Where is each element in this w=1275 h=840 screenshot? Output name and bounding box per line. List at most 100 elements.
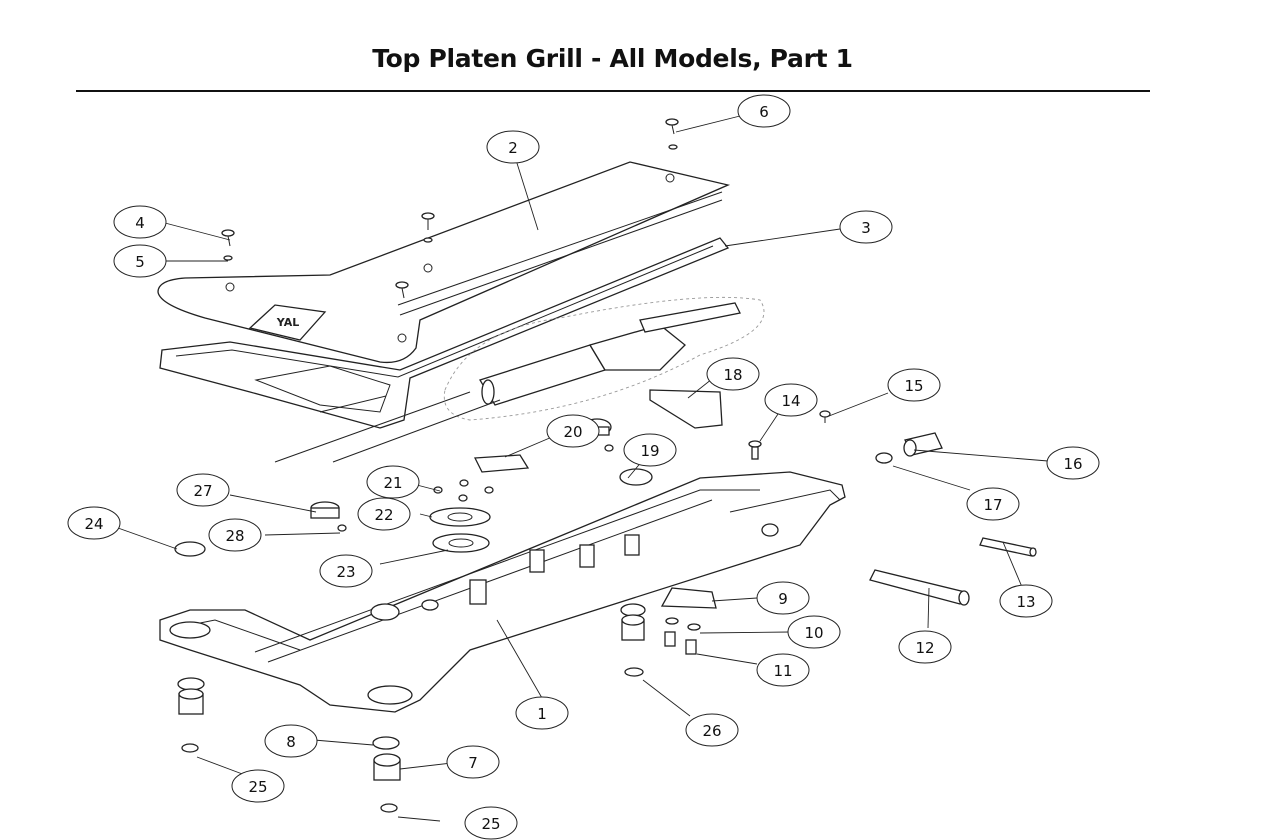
- part-top-plate: YAL: [157, 161, 731, 364]
- callout-bubble: [67, 506, 121, 540]
- callout-number: 5: [135, 253, 145, 271]
- callout-number: 18: [723, 366, 742, 384]
- callout-bubble: [764, 383, 818, 417]
- callout-bubble: [515, 696, 569, 730]
- callout-number: 6: [759, 103, 769, 121]
- part-screw-6: [665, 118, 679, 150]
- leader-lines: [117, 115, 1049, 822]
- callout-16: 16: [1046, 446, 1100, 480]
- callout-number: 13: [1016, 593, 1035, 611]
- callout-bubble: [685, 713, 739, 747]
- callout-5: 5: [113, 244, 167, 278]
- part-bushing-mid: [620, 603, 646, 641]
- part-cap-19: [619, 468, 653, 486]
- callout-7: 7: [446, 745, 500, 779]
- callout-bubble: [176, 473, 230, 507]
- callout-21: 21: [366, 465, 420, 499]
- callout-3: 3: [839, 210, 893, 244]
- part-ring-17: [875, 452, 893, 464]
- callout-bubble: [999, 584, 1053, 618]
- part-cap-24: [174, 541, 206, 557]
- callout-number: 4: [135, 214, 145, 232]
- part-screw-28: [337, 524, 347, 532]
- callout-12: 12: [898, 630, 952, 664]
- callout-bubble: [208, 518, 262, 552]
- callout-number: 7: [468, 754, 478, 772]
- callout-number: 23: [336, 563, 355, 581]
- callout-11: 11: [756, 653, 810, 687]
- part-screw-15: [819, 410, 831, 423]
- callout-number: 10: [804, 624, 823, 642]
- callout-number: 24: [84, 515, 103, 533]
- callout-bubble: [839, 210, 893, 244]
- part-bushing-16: [903, 432, 943, 457]
- callout-bubble: [486, 130, 540, 164]
- svg-text:YAL: YAL: [276, 316, 299, 329]
- part-bushing-left: [177, 677, 205, 715]
- part-screw-14: [748, 440, 762, 460]
- callout-1: 1: [515, 696, 569, 730]
- callout-25: 25: [231, 769, 285, 803]
- callout-number: 11: [773, 662, 792, 680]
- callout-28: 28: [208, 518, 262, 552]
- part-bracket-9: [660, 587, 717, 609]
- callout-number: 19: [640, 442, 659, 460]
- callout-number: 12: [915, 639, 934, 657]
- callout-bubble: [787, 615, 841, 649]
- part-screws-21: [433, 479, 494, 502]
- callout-bubble: [898, 630, 952, 664]
- callout-13: 13: [999, 584, 1053, 618]
- callout-17: 17: [966, 487, 1020, 521]
- callout-bubble: [756, 653, 810, 687]
- callout-number: 8: [286, 733, 296, 751]
- part-screw-plate-b: [395, 281, 409, 299]
- callout-bubble: [464, 806, 518, 840]
- callout-number: 21: [383, 474, 402, 492]
- callout-26: 26: [685, 713, 739, 747]
- part-main-arm: [159, 471, 846, 713]
- callout-6: 6: [737, 94, 791, 128]
- callout-bubble: [366, 465, 420, 499]
- callout-15: 15: [887, 368, 941, 402]
- callout-bubble: [756, 581, 810, 615]
- callout-number: 16: [1063, 455, 1082, 473]
- callout-22: 22: [357, 497, 411, 531]
- callout-25: 25: [464, 806, 518, 840]
- callout-2: 2: [486, 130, 540, 164]
- callout-bubble: [113, 244, 167, 278]
- callout-bubble: [319, 554, 373, 588]
- callout-number: 1: [537, 705, 547, 723]
- callout-number: 20: [563, 423, 582, 441]
- callout-number: 25: [481, 815, 500, 833]
- callout-bubble: [623, 433, 677, 467]
- part-pin-12: [869, 569, 970, 606]
- callout-bubble: [737, 94, 791, 128]
- callout-number: 15: [904, 377, 923, 395]
- callout-number: 14: [781, 392, 800, 410]
- callout-bubble: [1046, 446, 1100, 480]
- part-washer-25a: [181, 743, 199, 753]
- callout-number: 28: [225, 527, 244, 545]
- callout-number: 22: [374, 506, 393, 524]
- part-screw-plate-a: [421, 212, 435, 243]
- title-divider: [76, 90, 1150, 92]
- callout-bubble: [546, 414, 600, 448]
- callout-8: 8: [264, 724, 318, 758]
- callout-bubble: [357, 497, 411, 531]
- callout-number: 9: [778, 590, 788, 608]
- callout-bubble: [966, 487, 1020, 521]
- callout-number: 3: [861, 219, 871, 237]
- callout-19: 19: [623, 433, 677, 467]
- callout-20: 20: [546, 414, 600, 448]
- callout-27: 27: [176, 473, 230, 507]
- part-ring-8: [372, 736, 400, 750]
- part-bracket-18: [649, 389, 723, 429]
- part-flange-23: [432, 533, 490, 553]
- callout-number: 2: [508, 139, 518, 157]
- callout-bubble: [706, 357, 760, 391]
- part-screws-11: [664, 631, 697, 655]
- callout-bubble: [446, 745, 500, 779]
- callout-bubble: [113, 205, 167, 239]
- part-bushing-7: [373, 753, 401, 781]
